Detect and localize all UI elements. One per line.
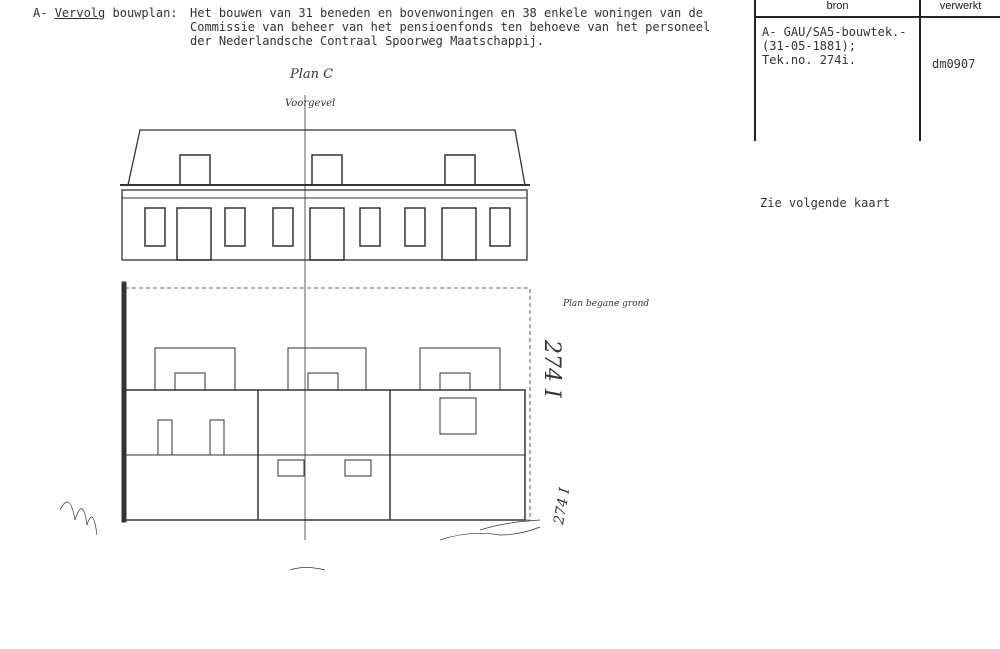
prefix-code: A-	[33, 6, 48, 20]
plan-label: Plan begane grond	[562, 299, 649, 309]
bron-line: Tek.no. 274i.	[762, 53, 856, 67]
description: Het bouwen van 31 beneden en bovenwoning…	[190, 6, 710, 48]
column-header-bron: bron	[826, 0, 849, 12]
description-line: Commissie van beheer van het pensioenfon…	[190, 20, 711, 34]
elevation-label: Voorgevel	[285, 98, 335, 109]
bron-line: (31-05-1881);	[762, 39, 856, 53]
column-header-verwerkt: verwerkt	[939, 0, 982, 12]
ground-floor-plan	[121, 281, 531, 523]
record-prefix: A- Vervolg bouwplan:	[33, 6, 178, 20]
see-next-card-note: Zie volgende kaart	[760, 196, 891, 210]
bron-line: A- GAU/SA5-bouwtek.-	[762, 25, 907, 39]
drawing-title: Plan C	[289, 67, 333, 82]
description-line: Het bouwen van 31 beneden en bovenwoning…	[190, 6, 703, 20]
sheet-number: 274 I	[539, 339, 564, 399]
record-label: bouwplan:	[112, 6, 178, 20]
stamp-number: 274 I	[551, 486, 573, 526]
handwritten-annotations	[59, 501, 541, 571]
front-elevation	[120, 129, 530, 261]
table-border	[919, 0, 921, 141]
table-header-divider	[754, 16, 1000, 18]
table-border	[754, 0, 756, 141]
bron-cell: A- GAU/SA5-bouwtek.-(31-05-1881);Tek.no.…	[762, 25, 907, 67]
vervolg-link[interactable]: Vervolg	[54, 6, 106, 20]
description-line: der Nederlandsche Contraal Spoorweg Maat…	[190, 34, 545, 48]
verwerkt-cell: dm0907	[932, 57, 976, 71]
